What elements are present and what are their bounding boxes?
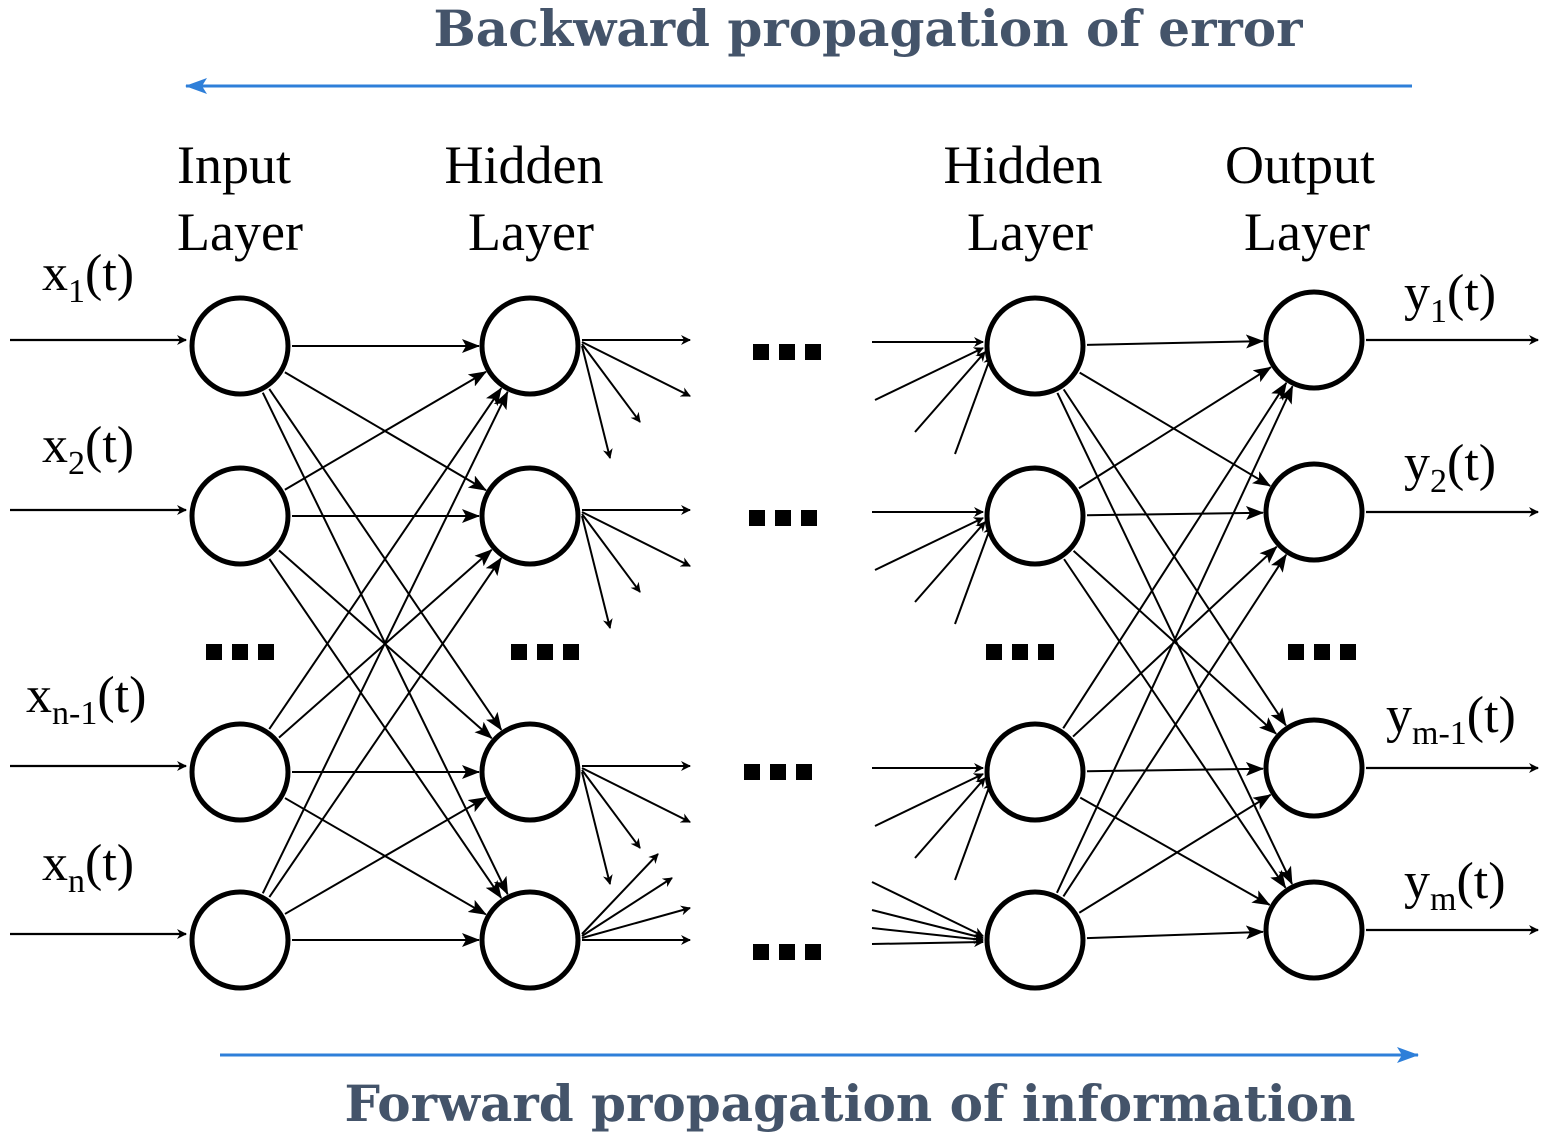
h2-fanin-3-a <box>871 881 984 937</box>
h1-fan-0-b <box>581 341 691 397</box>
neurons <box>189 289 1365 991</box>
ellipsis-row-1 <box>753 344 821 360</box>
ellipsis-row-4 <box>753 944 821 960</box>
input-label-x1: x1(t) <box>42 245 134 310</box>
neuron-hidden2-0 <box>984 295 1086 397</box>
svg-text:Layer: Layer <box>967 202 1093 262</box>
neuron-input-2 <box>189 721 291 823</box>
ellipsis-row-3 <box>744 764 812 780</box>
svg-text:Layer: Layer <box>177 202 303 262</box>
neuron-hidden1-2 <box>479 721 581 823</box>
neuron-input-1 <box>189 465 291 567</box>
edge-h2-out0 <box>1062 382 1288 729</box>
edge-h3-out0 <box>1056 385 1294 894</box>
edge-h0-out0 <box>1086 334 1265 349</box>
edge-h2-out2 <box>1086 761 1265 776</box>
svg-text:Output: Output <box>1225 135 1375 195</box>
neuron-hidden1-0 <box>479 295 581 397</box>
neuron-output-1 <box>1263 461 1365 563</box>
edge-h3-out3 <box>1086 925 1265 940</box>
edge-h3-out2 <box>1078 793 1272 914</box>
edge-h0-out2 <box>1062 388 1287 727</box>
ellipsis-hidden1-column <box>511 644 579 660</box>
svg-text:Layer: Layer <box>468 202 594 262</box>
ellipsis-output-column <box>1288 644 1356 660</box>
h2-fanin-1-c <box>914 521 986 603</box>
h2-fanin-3-c <box>871 927 984 945</box>
h2-fanin-1-d <box>954 525 993 625</box>
layer-label-input: Input Layer <box>177 135 303 262</box>
input-label-xn: xn(t) <box>42 835 134 900</box>
neuron-hidden1-1 <box>479 465 581 567</box>
h1-fan-2-d <box>581 771 613 885</box>
neuron-input-3 <box>189 889 291 991</box>
neuron-hidden2-2 <box>984 721 1086 823</box>
h2-fanin-2-b <box>874 773 984 827</box>
h1-fan-2-c <box>581 769 641 849</box>
edge-in1-h0 <box>284 370 487 491</box>
layer-label-output: Output Layer <box>1225 135 1375 262</box>
h1-fan-1-c <box>581 513 641 593</box>
h2-fanin-2-c <box>914 777 986 859</box>
edge-h1-out1 <box>1086 505 1265 520</box>
neuron-output-2 <box>1263 717 1365 819</box>
output-label-y1: y1(t) <box>1404 265 1496 330</box>
svg-text:Input: Input <box>177 135 291 195</box>
edge-h1-out3 <box>1063 558 1287 889</box>
layer-label-hidden-2: Hidden Layer <box>944 135 1103 262</box>
edge-h0-out1 <box>1079 371 1272 487</box>
edge-in3-h1 <box>268 557 503 898</box>
neuron-output-3 <box>1263 879 1365 981</box>
input-label-xn-1: xn-1(t) <box>26 667 146 732</box>
ellipsis-markers <box>206 344 1356 960</box>
h1-fan-2-b <box>581 767 691 823</box>
neuron-hidden1-3 <box>479 889 581 991</box>
h2-fanin-0-c <box>914 351 986 433</box>
h2-fanin-0-b <box>874 347 984 401</box>
output-label-y2: y2(t) <box>1404 435 1496 500</box>
layer-label-hidden-1: Hidden Layer <box>445 135 604 262</box>
ellipsis-hidden2-column <box>986 644 1054 660</box>
h2-fanin-3-d <box>871 937 984 948</box>
h1-fan-1-d <box>581 515 613 629</box>
output-label-ym-1: ym-1(t) <box>1386 687 1516 752</box>
edge-h2-out1 <box>1072 546 1278 738</box>
input-label-x2: x2(t) <box>42 417 134 482</box>
edge-in2-h0 <box>268 387 503 730</box>
h2-fanin-2-d <box>954 781 993 881</box>
backward-propagation-caption: Backward propagation of error <box>434 0 1304 58</box>
ellipsis-row-2 <box>749 510 817 526</box>
output-label-ym: ym(t) <box>1404 853 1506 918</box>
svg-text:Layer: Layer <box>1244 202 1370 262</box>
neuron-hidden2-3 <box>984 889 1086 991</box>
neuron-output-0 <box>1263 289 1365 391</box>
svg-text:Hidden: Hidden <box>445 135 604 195</box>
forward-propagation-caption: Forward propagation of information <box>344 1074 1355 1133</box>
edge-h2-out3 <box>1079 796 1271 906</box>
connections <box>10 334 1539 948</box>
h1-fan-3-c <box>581 877 673 937</box>
edge-in3-h2 <box>284 796 487 915</box>
h2-fanin-3-b <box>871 909 984 941</box>
ellipsis-input-column <box>206 644 274 660</box>
h1-fan-0-d <box>581 345 613 459</box>
svg-text:Hidden: Hidden <box>944 135 1103 195</box>
neuron-input-0 <box>189 295 291 397</box>
h1-fan-1-b <box>581 511 691 567</box>
edge-h1-out0 <box>1078 366 1272 490</box>
neuron-hidden2-1 <box>984 465 1086 567</box>
h2-fanin-0-d <box>954 355 993 455</box>
edge-h3-out1 <box>1062 553 1287 897</box>
h1-fan-3-d <box>581 853 659 935</box>
h1-fan-3-b <box>581 905 691 939</box>
edge-in3-h0 <box>261 390 509 894</box>
h1-fan-0-c <box>581 343 641 423</box>
h2-fanin-1-b <box>874 517 984 571</box>
